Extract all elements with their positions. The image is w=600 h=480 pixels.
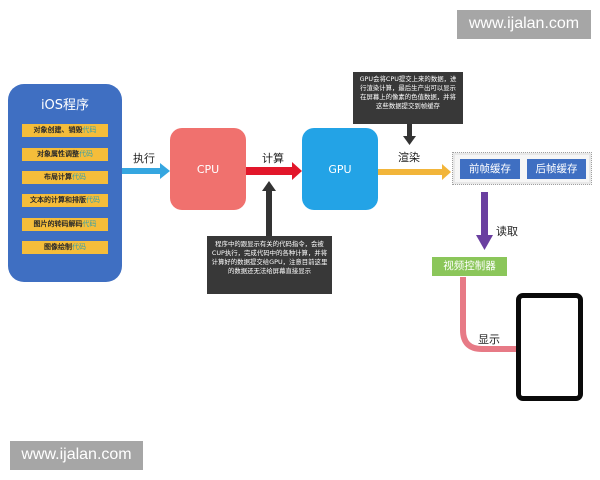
label-read: 读取 bbox=[496, 225, 518, 238]
render-arrow bbox=[376, 164, 451, 180]
cpu-block: CPU bbox=[170, 128, 246, 210]
cpu-note-pointer-arrow bbox=[262, 181, 276, 237]
ios-item: 布局计算代码 bbox=[22, 171, 108, 184]
ios-item-code-suffix: 代码 bbox=[86, 196, 100, 204]
ios-item: 对象创建、销毁代码 bbox=[22, 124, 108, 137]
compute-arrow bbox=[235, 162, 302, 180]
ios-item-text: 对象创建、销毁 bbox=[33, 126, 83, 134]
read-arrow bbox=[476, 192, 493, 250]
screen-device-icon bbox=[516, 293, 583, 401]
video-controller-block: 视频控制器 bbox=[432, 257, 507, 276]
gpu-block: GPU bbox=[302, 128, 378, 210]
watermark-bottom: www.ijalan.com bbox=[10, 441, 143, 470]
ios-item-text: 文本的计算和排版 bbox=[30, 196, 86, 204]
gpu-note: GPU会将CPU提交上来的数据，进行渲染计算，最后生产出可以显示在屏幕上的像素的… bbox=[353, 72, 463, 124]
label-render: 渲染 bbox=[398, 151, 420, 164]
ios-panel-title: iOS程序 bbox=[40, 98, 90, 113]
ios-item-code-suffix: 代码 bbox=[79, 150, 93, 158]
cpu-note: 程序中的跟显示有关的代码指令，会被CUP执行，完成代码中的各种计算，并将计算好的… bbox=[207, 236, 332, 294]
ios-item: 图像绘制代码 bbox=[22, 241, 108, 254]
ios-item: 文本的计算和排版代码 bbox=[22, 194, 108, 207]
ios-item-code-suffix: 代码 bbox=[82, 220, 97, 228]
ios-item-code-suffix: 代码 bbox=[72, 173, 86, 181]
label-display: 显示 bbox=[478, 333, 500, 346]
ios-item-code-suffix: 代码 bbox=[72, 243, 86, 251]
label-compute: 计算 bbox=[262, 152, 284, 165]
ios-item-text: 图片的转码解码 bbox=[33, 220, 83, 228]
gpu-label: GPU bbox=[328, 162, 352, 176]
ios-item: 对象属性调整代码 bbox=[22, 148, 108, 161]
gpu-note-pointer-arrow bbox=[403, 123, 416, 145]
back-frame-buffer: 后帧缓存 bbox=[527, 159, 586, 179]
ios-item-text: 对象属性调整 bbox=[37, 150, 79, 158]
ios-item-text: 图像绘制 bbox=[44, 243, 72, 251]
ios-item-code-suffix: 代码 bbox=[82, 126, 97, 134]
frame-buffer-group: 前帧缓存 后帧缓存 bbox=[452, 152, 592, 185]
execute-arrow bbox=[114, 163, 170, 179]
cpu-label: CPU bbox=[196, 162, 220, 176]
ios-item-text: 布局计算 bbox=[44, 173, 72, 181]
front-frame-buffer: 前帧缓存 bbox=[460, 159, 520, 179]
ios-program-panel: iOS程序 对象创建、销毁代码 对象属性调整代码 布局计算代码 文本的计算和排版… bbox=[8, 84, 122, 282]
watermark-top: www.ijalan.com bbox=[457, 10, 591, 39]
ios-item: 图片的转码解码代码 bbox=[22, 218, 108, 231]
label-execute: 执行 bbox=[133, 152, 155, 165]
